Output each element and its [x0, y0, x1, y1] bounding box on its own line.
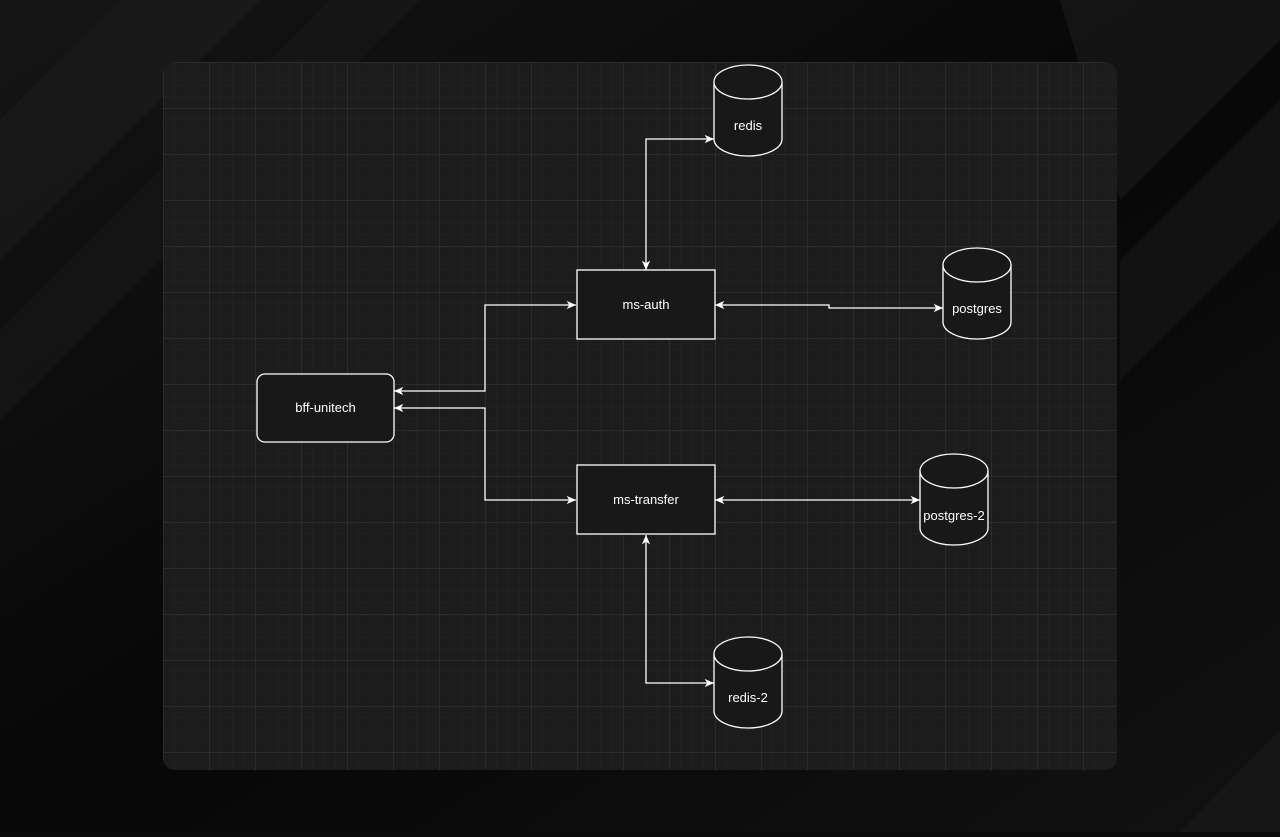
node-label: redis [734, 118, 763, 133]
node-redis-cylinder[interactable]: redis [713, 64, 783, 157]
edge-ms-auth-postgres[interactable] [715, 300, 943, 313]
node-ms-auth[interactable]: ms-auth [576, 269, 716, 340]
node-postgres-2-cylinder[interactable]: postgres-2 [919, 453, 989, 546]
node-label: postgres-2 [923, 508, 984, 523]
edge-bff-ms-auth[interactable] [394, 300, 576, 396]
diagram-canvas [163, 62, 1117, 770]
edge-ms-auth-redis[interactable] [641, 134, 714, 270]
node-ms-transfer[interactable]: ms-transfer [576, 464, 716, 535]
node-redis-2-cylinder[interactable]: redis-2 [713, 636, 783, 729]
node-label: ms-auth [623, 297, 670, 312]
edge-bff-ms-transfer[interactable] [394, 403, 576, 505]
edges [394, 134, 943, 688]
node-bff-unitech[interactable]: bff-unitech [256, 373, 395, 443]
node-label: redis-2 [728, 690, 768, 705]
node-label: bff-unitech [295, 400, 355, 415]
edge-ms-transfer-redis-2[interactable] [641, 535, 714, 688]
node-label: ms-transfer [613, 492, 679, 507]
node-postgres-cylinder[interactable]: postgres [942, 247, 1012, 340]
node-label: postgres [952, 301, 1002, 316]
